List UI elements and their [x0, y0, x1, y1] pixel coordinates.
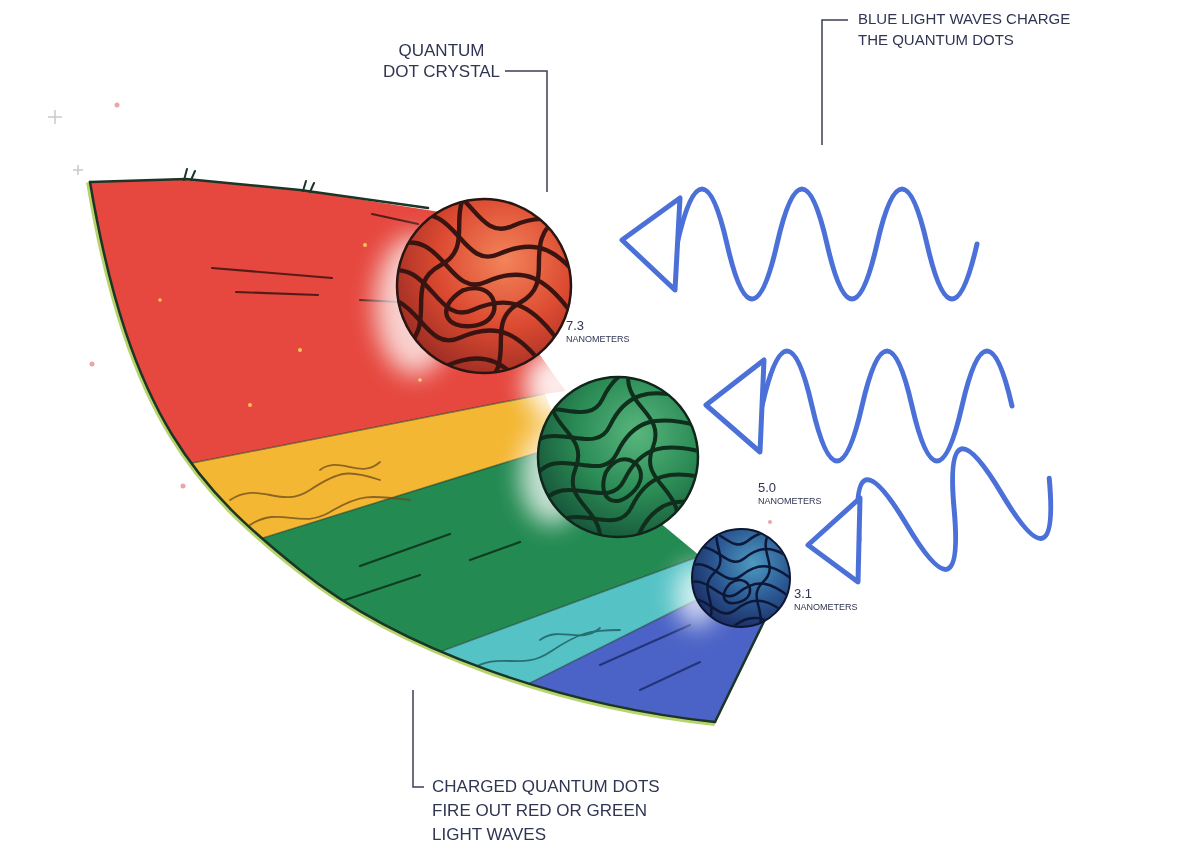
crystal-stripes — [355, 157, 612, 414]
sparkle — [418, 378, 422, 382]
leader-line — [505, 71, 547, 192]
dot-outline — [692, 529, 790, 627]
streak — [236, 292, 318, 295]
green-quantum-dot — [510, 349, 726, 565]
streak — [212, 268, 332, 278]
sparkle — [181, 484, 186, 489]
sparkle-cross — [73, 165, 83, 175]
streak — [640, 662, 700, 690]
band-edge — [150, 444, 565, 573]
light-wave — [762, 351, 1012, 461]
streak — [470, 542, 520, 560]
fan-arc — [90, 182, 715, 722]
streak — [372, 214, 418, 224]
squiggle — [250, 497, 410, 525]
blue-light-waves — [622, 189, 1066, 592]
leader-lines — [413, 20, 848, 787]
edge-tufts — [184, 169, 314, 192]
callout-note: CHARGED QUANTUM DOTS FIRE OUT RED OR GRE… — [432, 775, 680, 847]
wave-arrowhead — [808, 498, 860, 582]
sparkle-cross — [48, 110, 62, 124]
dimension-label: 7.3 NANOMETERS — [566, 318, 636, 344]
band-edge — [100, 394, 545, 481]
sparkle — [768, 520, 772, 524]
light-wave — [842, 426, 1066, 592]
light-fan — [40, 140, 820, 760]
streak — [600, 625, 690, 665]
band-edge — [350, 556, 700, 685]
squiggle — [540, 628, 600, 640]
streak — [360, 534, 450, 566]
squiggle — [230, 473, 380, 500]
dot-pattern — [677, 514, 804, 642]
sparkle — [248, 403, 252, 407]
wave-arrowhead — [622, 198, 680, 290]
crystal-stripes — [677, 514, 804, 642]
crystal-stripes — [510, 349, 726, 565]
dot-outline — [397, 199, 571, 373]
fan-top-edge — [90, 179, 428, 208]
cyan-texture — [470, 628, 620, 670]
dimension-label: 3.1 NANOMETERS — [794, 586, 864, 612]
sparkle — [115, 103, 120, 108]
background-sparkles — [48, 103, 772, 525]
blue-streaks — [600, 625, 700, 690]
leader-line — [822, 20, 848, 145]
fan-outline — [90, 169, 788, 722]
light-wave — [677, 189, 977, 299]
sparkle — [298, 348, 302, 352]
part-label: QUANTUM DOT CRYSTAL — [380, 40, 503, 82]
dimension-label: 5.0 NANOMETERS — [758, 480, 828, 506]
blue-quantum-dot — [677, 514, 804, 642]
dot-outline — [538, 377, 698, 537]
leader-line — [413, 690, 424, 787]
dot-body — [538, 377, 698, 537]
wave-arrowhead — [706, 360, 764, 452]
squiggle — [320, 462, 380, 470]
green-streaks — [330, 534, 520, 605]
dot-pattern — [510, 349, 726, 565]
sparkle — [90, 362, 95, 367]
red-quantum-dot — [355, 157, 612, 414]
sparkle — [363, 243, 367, 247]
sparkle — [158, 298, 162, 302]
yellow-texture — [230, 462, 410, 525]
dot-pattern — [355, 157, 612, 414]
callout-note: BLUE LIGHT WAVES CHARGE THE QUANTUM DOTS — [858, 8, 1077, 50]
